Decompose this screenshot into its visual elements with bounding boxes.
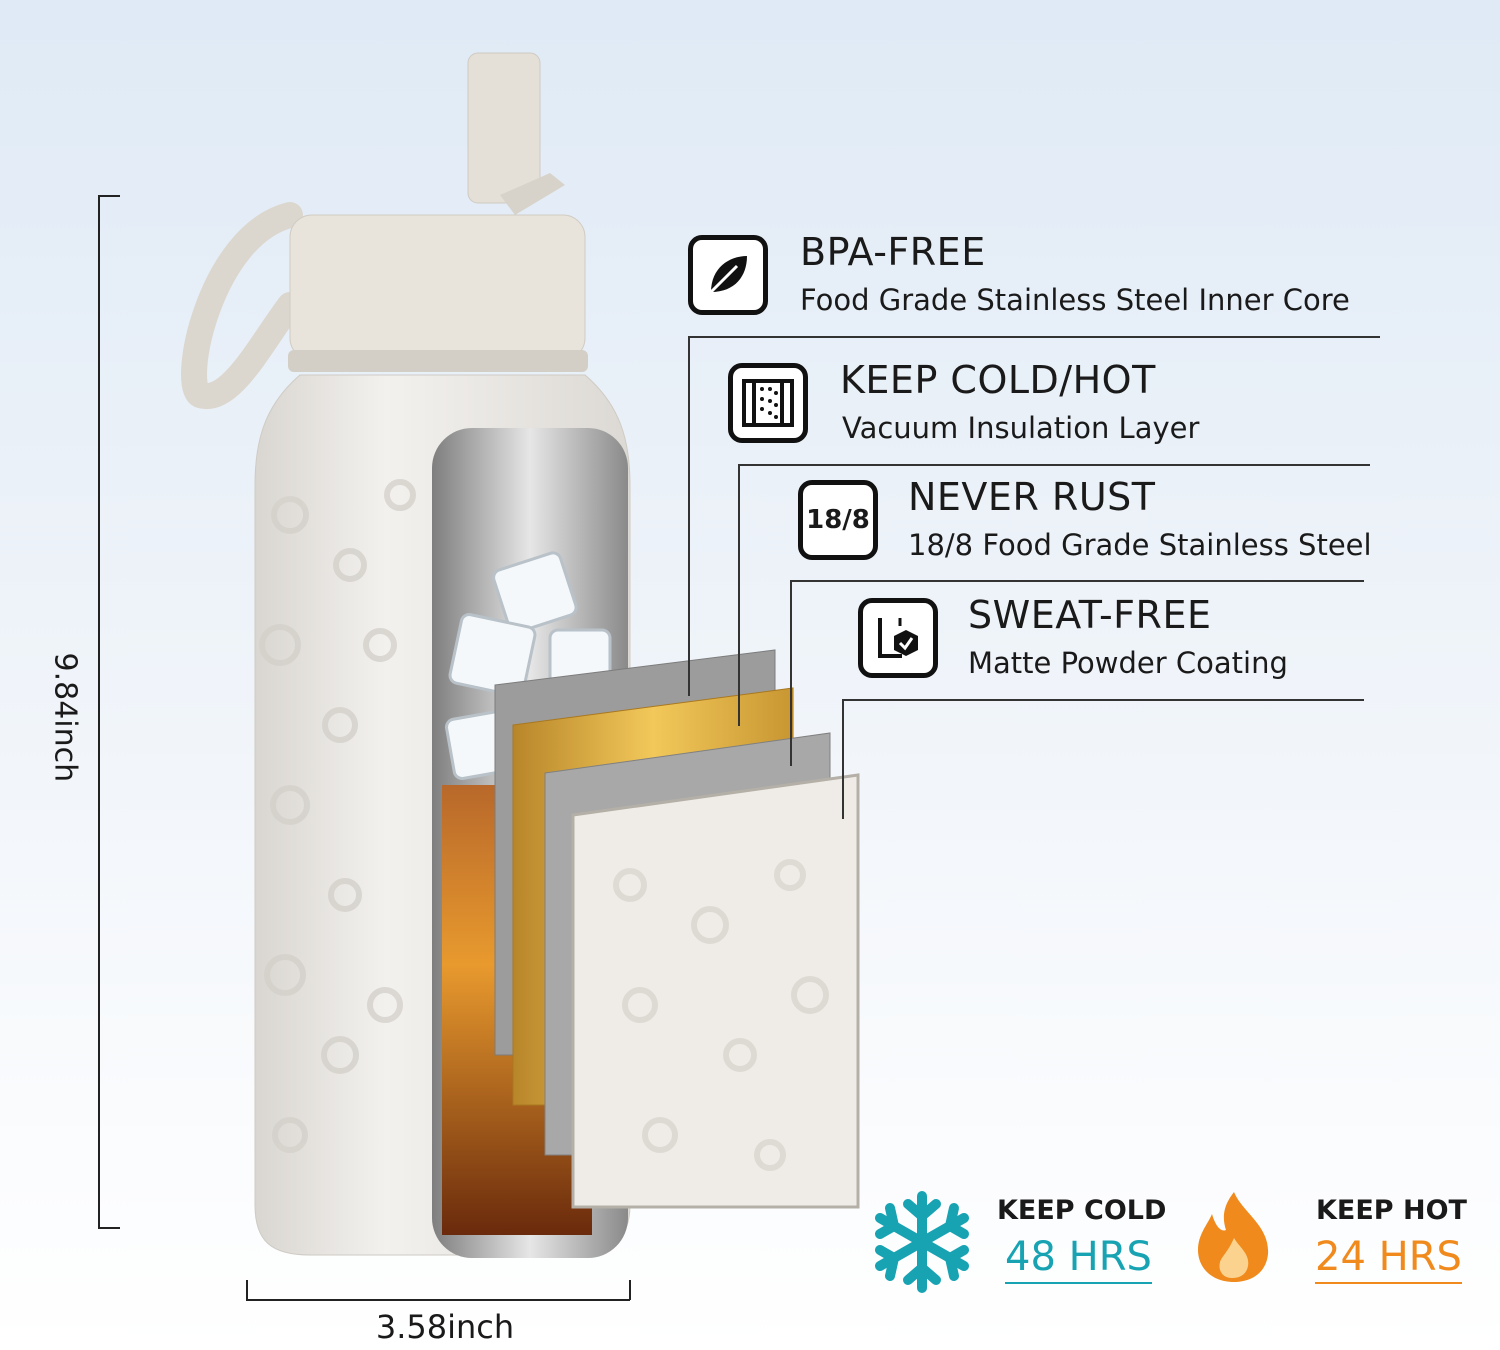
leader-line-4-vertical [842, 699, 844, 819]
leader-line-3 [790, 580, 1364, 582]
leader-line-2-vertical [738, 464, 740, 726]
width-label: 3.58inch [375, 1308, 515, 1346]
snowflake-icon [875, 1191, 969, 1293]
keep-hot-title: KEEP HOT [1316, 1195, 1467, 1226]
ice-cubes [445, 551, 612, 780]
height-dimension-cap-top [98, 195, 120, 197]
flame-icon [1198, 1192, 1269, 1282]
keep-hot-value: 24 HRS [1315, 1234, 1462, 1284]
height-dimension-cap-bottom [98, 1227, 120, 1229]
feature-title-sweat-free: SWEAT-FREE [968, 593, 1212, 637]
feature-subtitle-bpa-free: Food Grade Stainless Steel Inner Core [800, 283, 1350, 317]
leader-line-1 [688, 336, 1380, 338]
feature-title-never-rust: NEVER RUST [908, 475, 1156, 519]
leader-line-4 [842, 699, 1364, 701]
insulation-icon [728, 363, 808, 443]
feature-subtitle-sweat-free: Matte Powder Coating [968, 646, 1288, 680]
coating-layer [571, 773, 860, 1209]
straw [467, 52, 541, 204]
steel-grade-icon: 18/8 [798, 480, 878, 560]
feature-title-keep-cold-hot: KEEP COLD/HOT [840, 358, 1156, 402]
coating-icon [858, 598, 938, 678]
feature-title-bpa-free: BPA-FREE [800, 230, 986, 274]
width-dimension-line [246, 1299, 630, 1301]
leader-line-1-vertical [688, 336, 690, 696]
keep-cold-value: 48 HRS [1005, 1234, 1152, 1284]
feature-subtitle-keep-cold-hot: Vacuum Insulation Layer [842, 411, 1200, 445]
leader-line-2 [738, 464, 1370, 466]
height-label: 9.84inch [47, 652, 83, 783]
bottle-illustration [181, 52, 860, 1258]
width-dimension-cap-left [246, 1280, 248, 1300]
keep-cold-title: KEEP COLD [997, 1195, 1167, 1226]
lid [289, 214, 586, 361]
leaf-icon [688, 235, 768, 315]
width-dimension-cap-right [629, 1280, 631, 1300]
feature-subtitle-never-rust: 18/8 Food Grade Stainless Steel [908, 528, 1372, 562]
height-dimension-line [98, 195, 100, 1228]
handle-loop [181, 202, 303, 409]
leader-line-3-vertical [790, 580, 792, 766]
